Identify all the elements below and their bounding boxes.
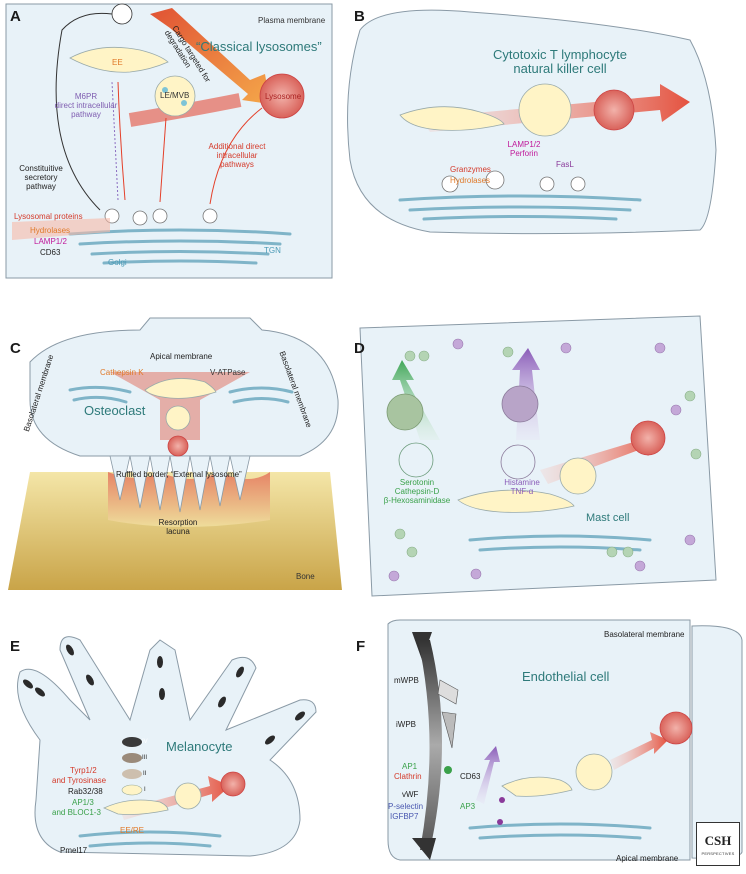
tyrp-label: Tyrp1/2: [70, 766, 97, 775]
cd63-label: CD63: [40, 248, 61, 257]
apical-membrane-f-label: Apical membrane: [616, 854, 679, 863]
ee-label: EE: [112, 58, 123, 67]
pmel17-label: Pmel17: [60, 846, 88, 855]
mwpb-label: mWPB: [394, 676, 419, 685]
panel-e-letter: E: [10, 638, 21, 655]
osteoclast-title: Osteoclast: [84, 403, 146, 418]
panel-f-letter: F: [356, 638, 366, 655]
cathepsin-k-label: Cathepsin K: [100, 368, 144, 377]
vwf-label: vWF: [402, 790, 419, 799]
mast-cell-title: Mast cell: [586, 512, 630, 524]
ruffled-border-label: Ruffled border; “External lysosome”: [116, 470, 242, 479]
panel-e-graphic: [17, 636, 317, 857]
clathrin-label: Clathrin: [394, 772, 422, 781]
lysosomal-proteins-label: Lysosomal proteins: [14, 212, 83, 221]
panel-c-letter: C: [10, 340, 21, 357]
apical-membrane-c-label: Apical membrane: [150, 352, 213, 361]
panel-a-letter: A: [10, 8, 21, 25]
ap3-label: AP3: [460, 802, 476, 811]
basolateral-f-label: Basolateral membrane: [604, 630, 685, 639]
tyrosinase-label: and Tyrosinase: [52, 776, 107, 785]
p-selectin-label: P-selectin: [388, 802, 424, 811]
rab-label: Rab32/38: [68, 787, 103, 796]
stage-ii-label: II: [143, 771, 147, 777]
lysosome-a: [259, 73, 305, 119]
igfbp7-label: IGFBP7: [390, 812, 419, 821]
le-mvb-label: LE/MVB: [160, 91, 190, 100]
le-mvb-vesicle: [154, 75, 196, 117]
stage-iv-label: IV: [142, 739, 148, 745]
ee-re-label: EE/RE: [120, 826, 145, 835]
fasl-label: FasL: [556, 160, 574, 169]
endothelial-title: Endothelial cell: [522, 669, 610, 684]
golgi-label: Golgi: [108, 258, 127, 267]
stage-iii-label: III: [142, 755, 148, 761]
panel-d-letter: D: [354, 340, 365, 357]
ap1-label: AP1: [402, 762, 418, 771]
melanocyte-title: Melanocyte: [166, 739, 233, 754]
classical-lysosomes-title: “Classical lysosomes”: [196, 39, 322, 54]
lamp-label: LAMP1/2: [34, 237, 67, 246]
granzymes-label: Granzymes: [450, 165, 491, 174]
panel-d-graphic: [359, 315, 717, 597]
lysosome-label: Lysosome: [265, 92, 302, 101]
plasma-membrane-label: Plasma membrane: [258, 16, 326, 25]
csh-perspectives-logo: CSH PERSPECTIVES: [696, 822, 740, 866]
cd63-f-label: CD63: [460, 772, 481, 781]
ap13-label: AP1/3: [72, 798, 94, 807]
panel-f-graphic: [387, 619, 743, 861]
panel-b-letter: B: [354, 8, 365, 25]
panel-c-graphic: [8, 317, 342, 590]
ee-vesicle: [69, 46, 169, 73]
v-atpase-label: V-ATPase: [210, 368, 246, 377]
panel-a-graphic: [5, 3, 333, 279]
hydrolases-label: Hydrolases: [30, 226, 71, 235]
stage-i-label: I: [144, 787, 146, 793]
panel-b-graphic: [347, 9, 717, 235]
tgn-label: TGN: [264, 246, 281, 255]
iwpb-label: iWPB: [396, 720, 416, 729]
hydrolases-b-label: Hydrolases: [450, 176, 491, 185]
bone-label: Bone: [296, 572, 315, 581]
bloc-label: and BLOC1-3: [52, 808, 101, 817]
